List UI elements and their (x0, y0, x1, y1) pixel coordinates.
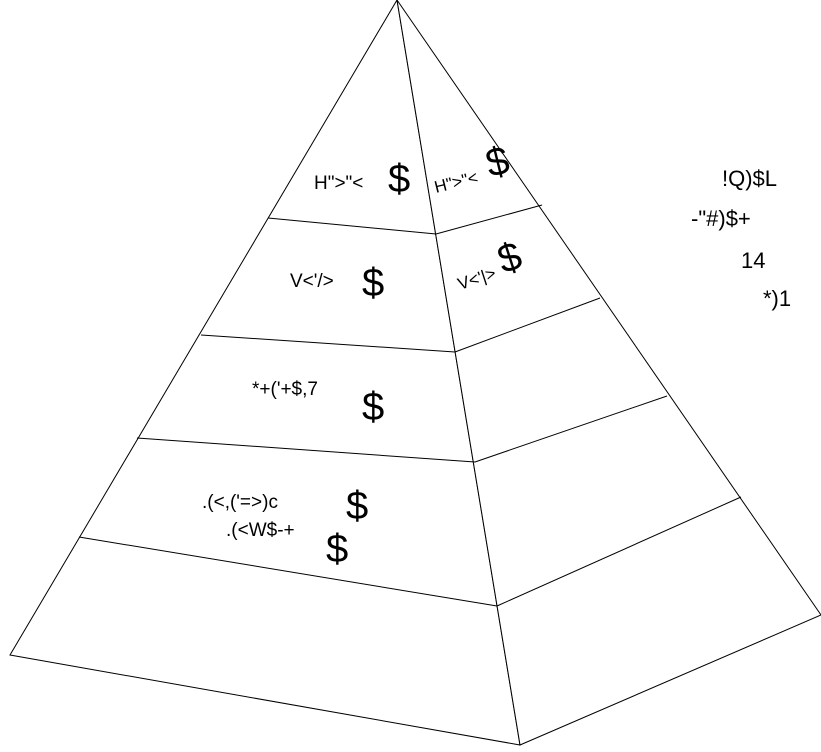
front-symbol-4: $ (346, 484, 368, 528)
front-symbol-1: $ (388, 157, 410, 201)
front-symbol-2: $ (362, 261, 384, 305)
front-symbol-3: $ (362, 385, 384, 429)
front-band-line-2 (200, 334, 456, 353)
front-symbol-5: $ (326, 527, 348, 571)
right-band-line-1 (435, 204, 543, 235)
side-text-1: !Q)$L (722, 166, 777, 191)
front-label-2: V<'/> (290, 271, 334, 292)
pyramid-right-face (396, 0, 821, 746)
side-text-2: -"#)$+ (691, 206, 751, 231)
front-band-line-1 (267, 217, 437, 235)
front-band-line-3 (136, 437, 476, 463)
front-band-line-4 (78, 536, 498, 607)
right-band-line-4 (496, 496, 742, 607)
side-text-4: *)1 (763, 286, 791, 311)
front-label-1: H">"< (314, 173, 363, 194)
front-label-4: .(<,('=>)c (202, 492, 278, 513)
side-text-3: 14 (741, 248, 765, 273)
front-label-3: *+('+$,7 (252, 379, 318, 400)
right-band-line-2 (454, 297, 601, 353)
right-band-line-3 (474, 395, 668, 463)
front-label-5: .(<W$-+ (226, 520, 295, 541)
